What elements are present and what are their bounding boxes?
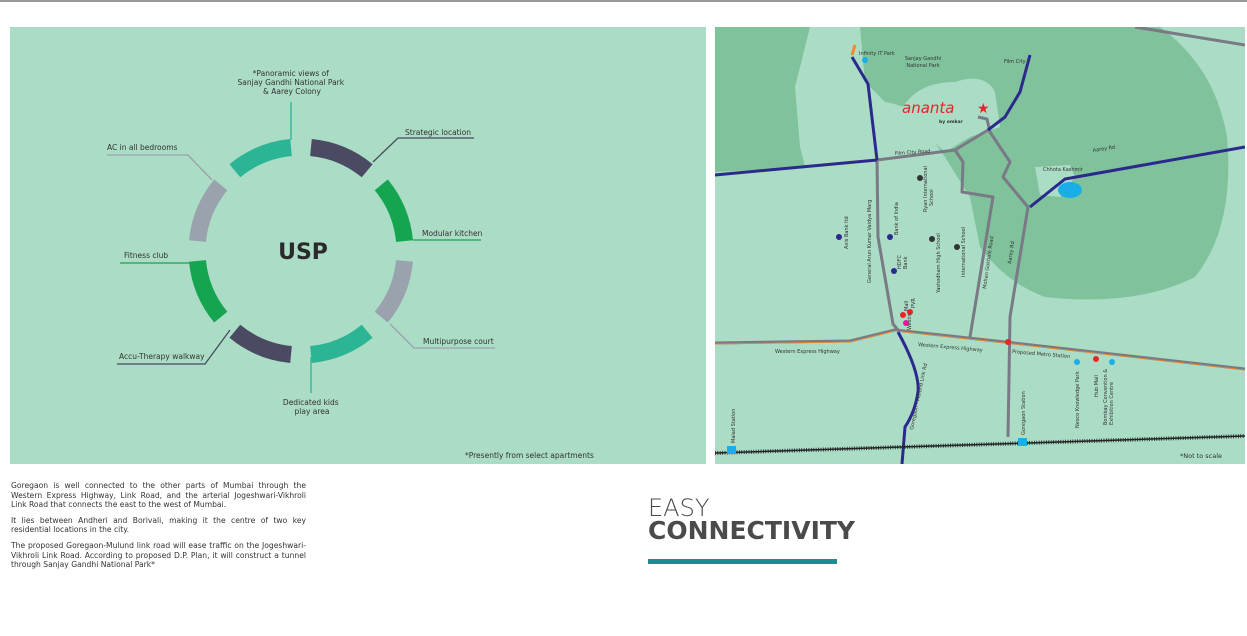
forest-west	[715, 27, 810, 172]
ryan-marker[interactable]	[917, 175, 923, 181]
link-road[interactable]	[875, 159, 900, 331]
label-infinity: Infinity IT Park	[859, 51, 895, 57]
label-pvr: PVR	[911, 298, 917, 308]
usp-label-kids: Dedicated kids play area	[283, 398, 341, 416]
usp-panel: USP *Panoramic views of Sanjay Gandhi Na…	[10, 27, 706, 464]
usp-segment-panoramic	[229, 139, 293, 178]
label-yashodham: Yashodham High School	[936, 233, 942, 294]
label-hub: Hub Mall	[1094, 375, 1100, 397]
label-malad: Malad Station	[731, 409, 737, 443]
label-chhota-kashmir: Chhota Kashmir	[1043, 167, 1084, 173]
usp-segment-fitness	[189, 259, 228, 323]
connectivity-description: Goregaon is well connected to the other …	[11, 481, 306, 576]
top-right-road	[1134, 27, 1245, 47]
aarey-road[interactable]	[977, 115, 1030, 438]
label-scale: *Not to scale	[1180, 452, 1222, 460]
infinity-marker[interactable]	[862, 57, 868, 63]
axis-marker[interactable]	[836, 234, 842, 240]
usp-label-strategic: Strategic location	[405, 128, 471, 137]
label-intl: International School	[961, 227, 967, 277]
usp-segment-accu	[229, 324, 293, 363]
westin-marker[interactable]	[903, 320, 909, 326]
leader-line-strategic	[372, 137, 474, 163]
hub-mall-marker[interactable]	[1093, 356, 1099, 362]
heading-connectivity: CONNECTIVITY	[648, 516, 856, 545]
bcec-marker[interactable]	[1109, 359, 1115, 365]
leader-line-accu	[117, 329, 231, 365]
highway-west[interactable]	[715, 158, 878, 177]
usp-label-multipurpose: Multipurpose court	[423, 337, 494, 346]
usp-segment-strategic	[309, 139, 373, 178]
yashodham-marker[interactable]	[929, 236, 935, 242]
ananta-clearing	[900, 78, 1000, 152]
label-bcec: Bombay Convention &Exhibition Centre	[1103, 369, 1115, 425]
pvr-marker[interactable]	[907, 309, 913, 315]
description-paragraph: The proposed Goregaon-Mulund link road w…	[11, 540, 306, 570]
label-boi: Bank of India	[894, 202, 900, 235]
hdfc-marker[interactable]	[891, 268, 897, 274]
location-map: ananta ★ by omkar Infinity IT Park Sanja…	[715, 27, 1245, 464]
star-icon: ★	[977, 101, 990, 117]
western-express-highway[interactable]	[715, 328, 1245, 371]
label-axis: Axis Bank ltd	[844, 216, 850, 249]
goregaon-station-marker[interactable]	[1018, 438, 1027, 446]
label-film-city: Film City	[1004, 59, 1026, 65]
description-paragraph: Goregaon is well connected to the other …	[11, 481, 306, 510]
usp-label-fitness: Fitness club	[124, 251, 168, 260]
label-mall: Mall	[904, 301, 910, 311]
heading-easy: EASY	[648, 494, 710, 522]
usp-label-ac: AC in all bedrooms	[107, 143, 178, 152]
aarey-rd-highway[interactable]	[1029, 145, 1245, 209]
leader-line-multipurpose	[389, 323, 495, 349]
label-hdfc: HDFCBank	[897, 255, 909, 269]
lake	[1058, 182, 1082, 198]
usp-label-accu: Accu-Therapy walkway	[119, 352, 205, 361]
boi-marker[interactable]	[887, 234, 893, 240]
usp-segment-kids	[309, 324, 373, 363]
ananta-logo: ananta	[902, 99, 954, 117]
mohan-gokhale-road[interactable]	[953, 149, 995, 338]
usp-segment-multipurpose	[374, 259, 413, 323]
heading-accent-bar	[648, 559, 837, 564]
usp-label-modular: Modular kitchen	[422, 229, 483, 238]
label-weh1: Western Express Highway	[775, 349, 840, 355]
label-film-city-road: Film City Road	[895, 149, 931, 157]
highway-film-city[interactable]	[987, 54, 1032, 132]
mall-marker[interactable]	[900, 312, 906, 318]
label-aarey-rd-top: Aarey Rd	[1092, 144, 1115, 153]
usp-label-panoramic: *Panoramic views of Sanjay Gandhi Nation…	[238, 69, 347, 96]
label-aarey-rd: Aarey Rd	[1007, 241, 1016, 264]
label-gmlr: Goregaon - Mulund Link Rd	[909, 363, 929, 431]
metro-marker[interactable]	[1005, 339, 1011, 345]
description-paragraph: It lies between Andheri and Borivali, ma…	[11, 515, 306, 535]
intl-school-marker[interactable]	[954, 244, 960, 250]
label-westin: Westin	[907, 313, 913, 330]
usp-segment-modular	[374, 179, 413, 243]
usp-footnote: *Presently from select apartments	[465, 451, 594, 460]
usp-diagram: USP *Panoramic views of Sanjay Gandhi Na…	[107, 69, 594, 460]
label-weh2: Western Express Highway	[918, 342, 983, 354]
leader-line-ac	[107, 154, 213, 181]
malad-station-marker[interactable]	[727, 446, 736, 454]
label-metro: Proposed Metro Station	[1012, 349, 1071, 360]
usp-segment-ac	[189, 179, 228, 243]
usp-title: USP	[278, 240, 328, 265]
label-goregaon: Goregaon Station	[1021, 391, 1027, 435]
label-nesco: Nesco Knowledge Park	[1075, 371, 1081, 428]
brand-sub: by omkar	[939, 119, 964, 125]
label-ryan: Ryan InternationalSchool	[923, 166, 935, 212]
highway-north[interactable]	[850, 56, 879, 161]
top-divider	[0, 0, 1247, 2]
label-gakv: General Arun Kumar Vaidya Marg	[867, 200, 873, 283]
nesco-marker[interactable]	[1074, 359, 1080, 365]
goregaon-mulund-link-rd[interactable]	[896, 331, 920, 464]
